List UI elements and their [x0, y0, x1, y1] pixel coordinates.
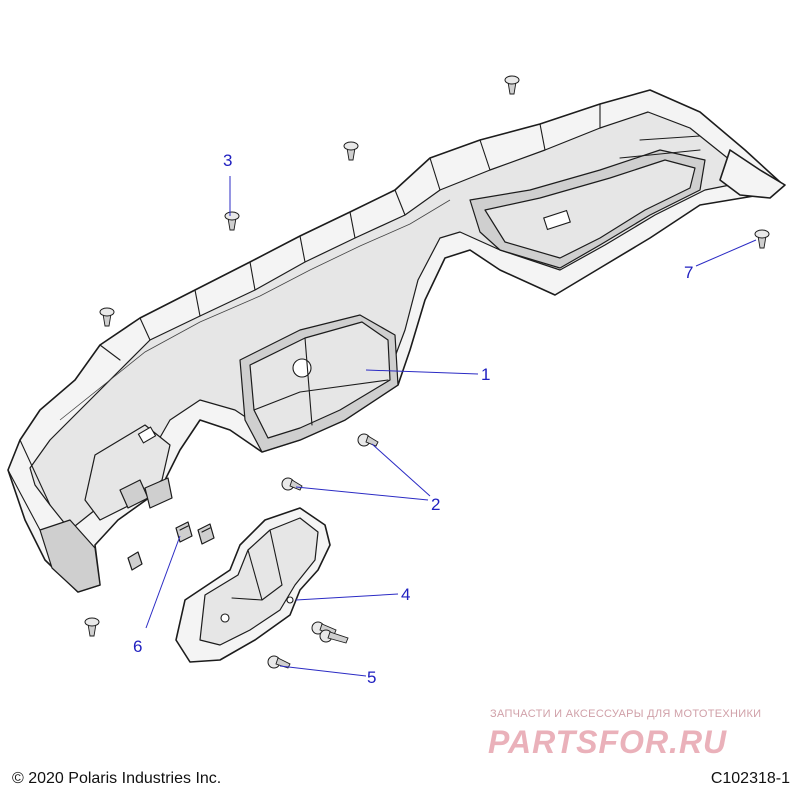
callout-1: 1	[481, 365, 490, 384]
clip-nut	[197, 523, 215, 545]
push-pin-fastener	[224, 211, 240, 231]
screw-fastener	[357, 433, 379, 447]
callout-6: 6	[133, 637, 142, 656]
watermark-logo: ЗАПЧАСТИ И АКСЕССУАРЫ ДЛЯ МОТОТЕХНИКИ PA…	[488, 708, 761, 760]
push-pin-fastener	[504, 75, 520, 95]
callout-3: 3	[223, 151, 232, 170]
copyright-notice: © 2020 Polaris Industries Inc.	[12, 770, 222, 787]
push-pin-fastener	[84, 617, 100, 637]
dash-panel	[7, 89, 786, 593]
leader-lines	[145, 176, 757, 677]
callout-4: 4	[401, 585, 410, 604]
diagram-id: C102318-1	[710, 770, 790, 787]
callout-5: 5	[367, 668, 376, 687]
screw-fastener	[267, 655, 291, 669]
watermark-brand: PARTSFOR.RU	[488, 724, 727, 760]
callout-7: 7	[684, 263, 693, 282]
push-pin-fastener	[99, 307, 115, 327]
clip-nut	[127, 551, 143, 571]
screw-fastener	[281, 477, 303, 491]
watermark-tagline: ЗАПЧАСТИ И АКСЕССУАРЫ ДЛЯ МОТОТЕХНИКИ	[490, 708, 761, 720]
push-pin-fastener	[754, 229, 770, 249]
screw-fastener	[319, 629, 349, 644]
lower-cover-panel	[175, 507, 331, 663]
push-pin-fastener	[343, 141, 359, 161]
callout-2: 2	[431, 495, 440, 514]
